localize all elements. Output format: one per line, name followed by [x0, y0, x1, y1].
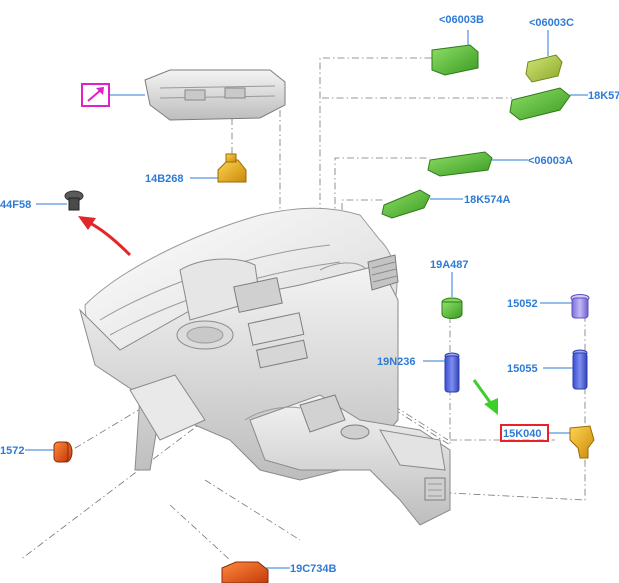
label-15052[interactable]: 15052 [507, 298, 538, 310]
label-19a487[interactable]: 19A487 [430, 259, 469, 271]
label-18k574a[interactable]: 18K574A [464, 194, 511, 206]
label-19n236[interactable]: 19N236 [377, 356, 416, 368]
part-06003a [427, 151, 528, 177]
green-arrow [472, 379, 498, 415]
highlight-box-15k040 [500, 424, 549, 442]
part-06003b [431, 30, 479, 76]
part-44f58 [36, 190, 84, 211]
label-44f58[interactable]: 44F58 [0, 199, 31, 211]
label-15k040[interactable]: 15K040 [503, 428, 542, 440]
instrument-panel-illustration [79, 207, 451, 526]
label-06003b[interactable]: <06003B [439, 14, 484, 26]
label-18k57[interactable]: 18K57 [588, 90, 619, 102]
diagonal-arrow-icon [87, 87, 104, 102]
callout-box [81, 83, 145, 107]
label-1572[interactable]: 1572 [0, 445, 24, 457]
part-18k57 [509, 87, 588, 121]
part-19a487 [441, 272, 463, 319]
part-labels: <06003B <06003C 18K57 14B268 <06003A 44F… [0, 14, 619, 575]
part-19n236 [423, 352, 460, 393]
part-1572 [25, 441, 73, 463]
label-15055[interactable]: 15055 [507, 363, 538, 375]
label-06003a[interactable]: <06003A [528, 155, 573, 167]
part-06003c [525, 30, 563, 83]
part-18k574a [381, 189, 463, 219]
part-14b268 [190, 153, 247, 183]
part-15055 [543, 349, 588, 390]
label-06003c[interactable]: <06003C [529, 17, 574, 29]
red-arrow [78, 216, 132, 257]
part-15052 [540, 294, 590, 319]
part-15k040 [548, 425, 595, 459]
part-19c734b [221, 561, 290, 583]
label-14b268[interactable]: 14B268 [145, 173, 184, 185]
label-19c734b[interactable]: 19C734B [290, 563, 337, 575]
overhead-bracket-part [144, 69, 286, 121]
